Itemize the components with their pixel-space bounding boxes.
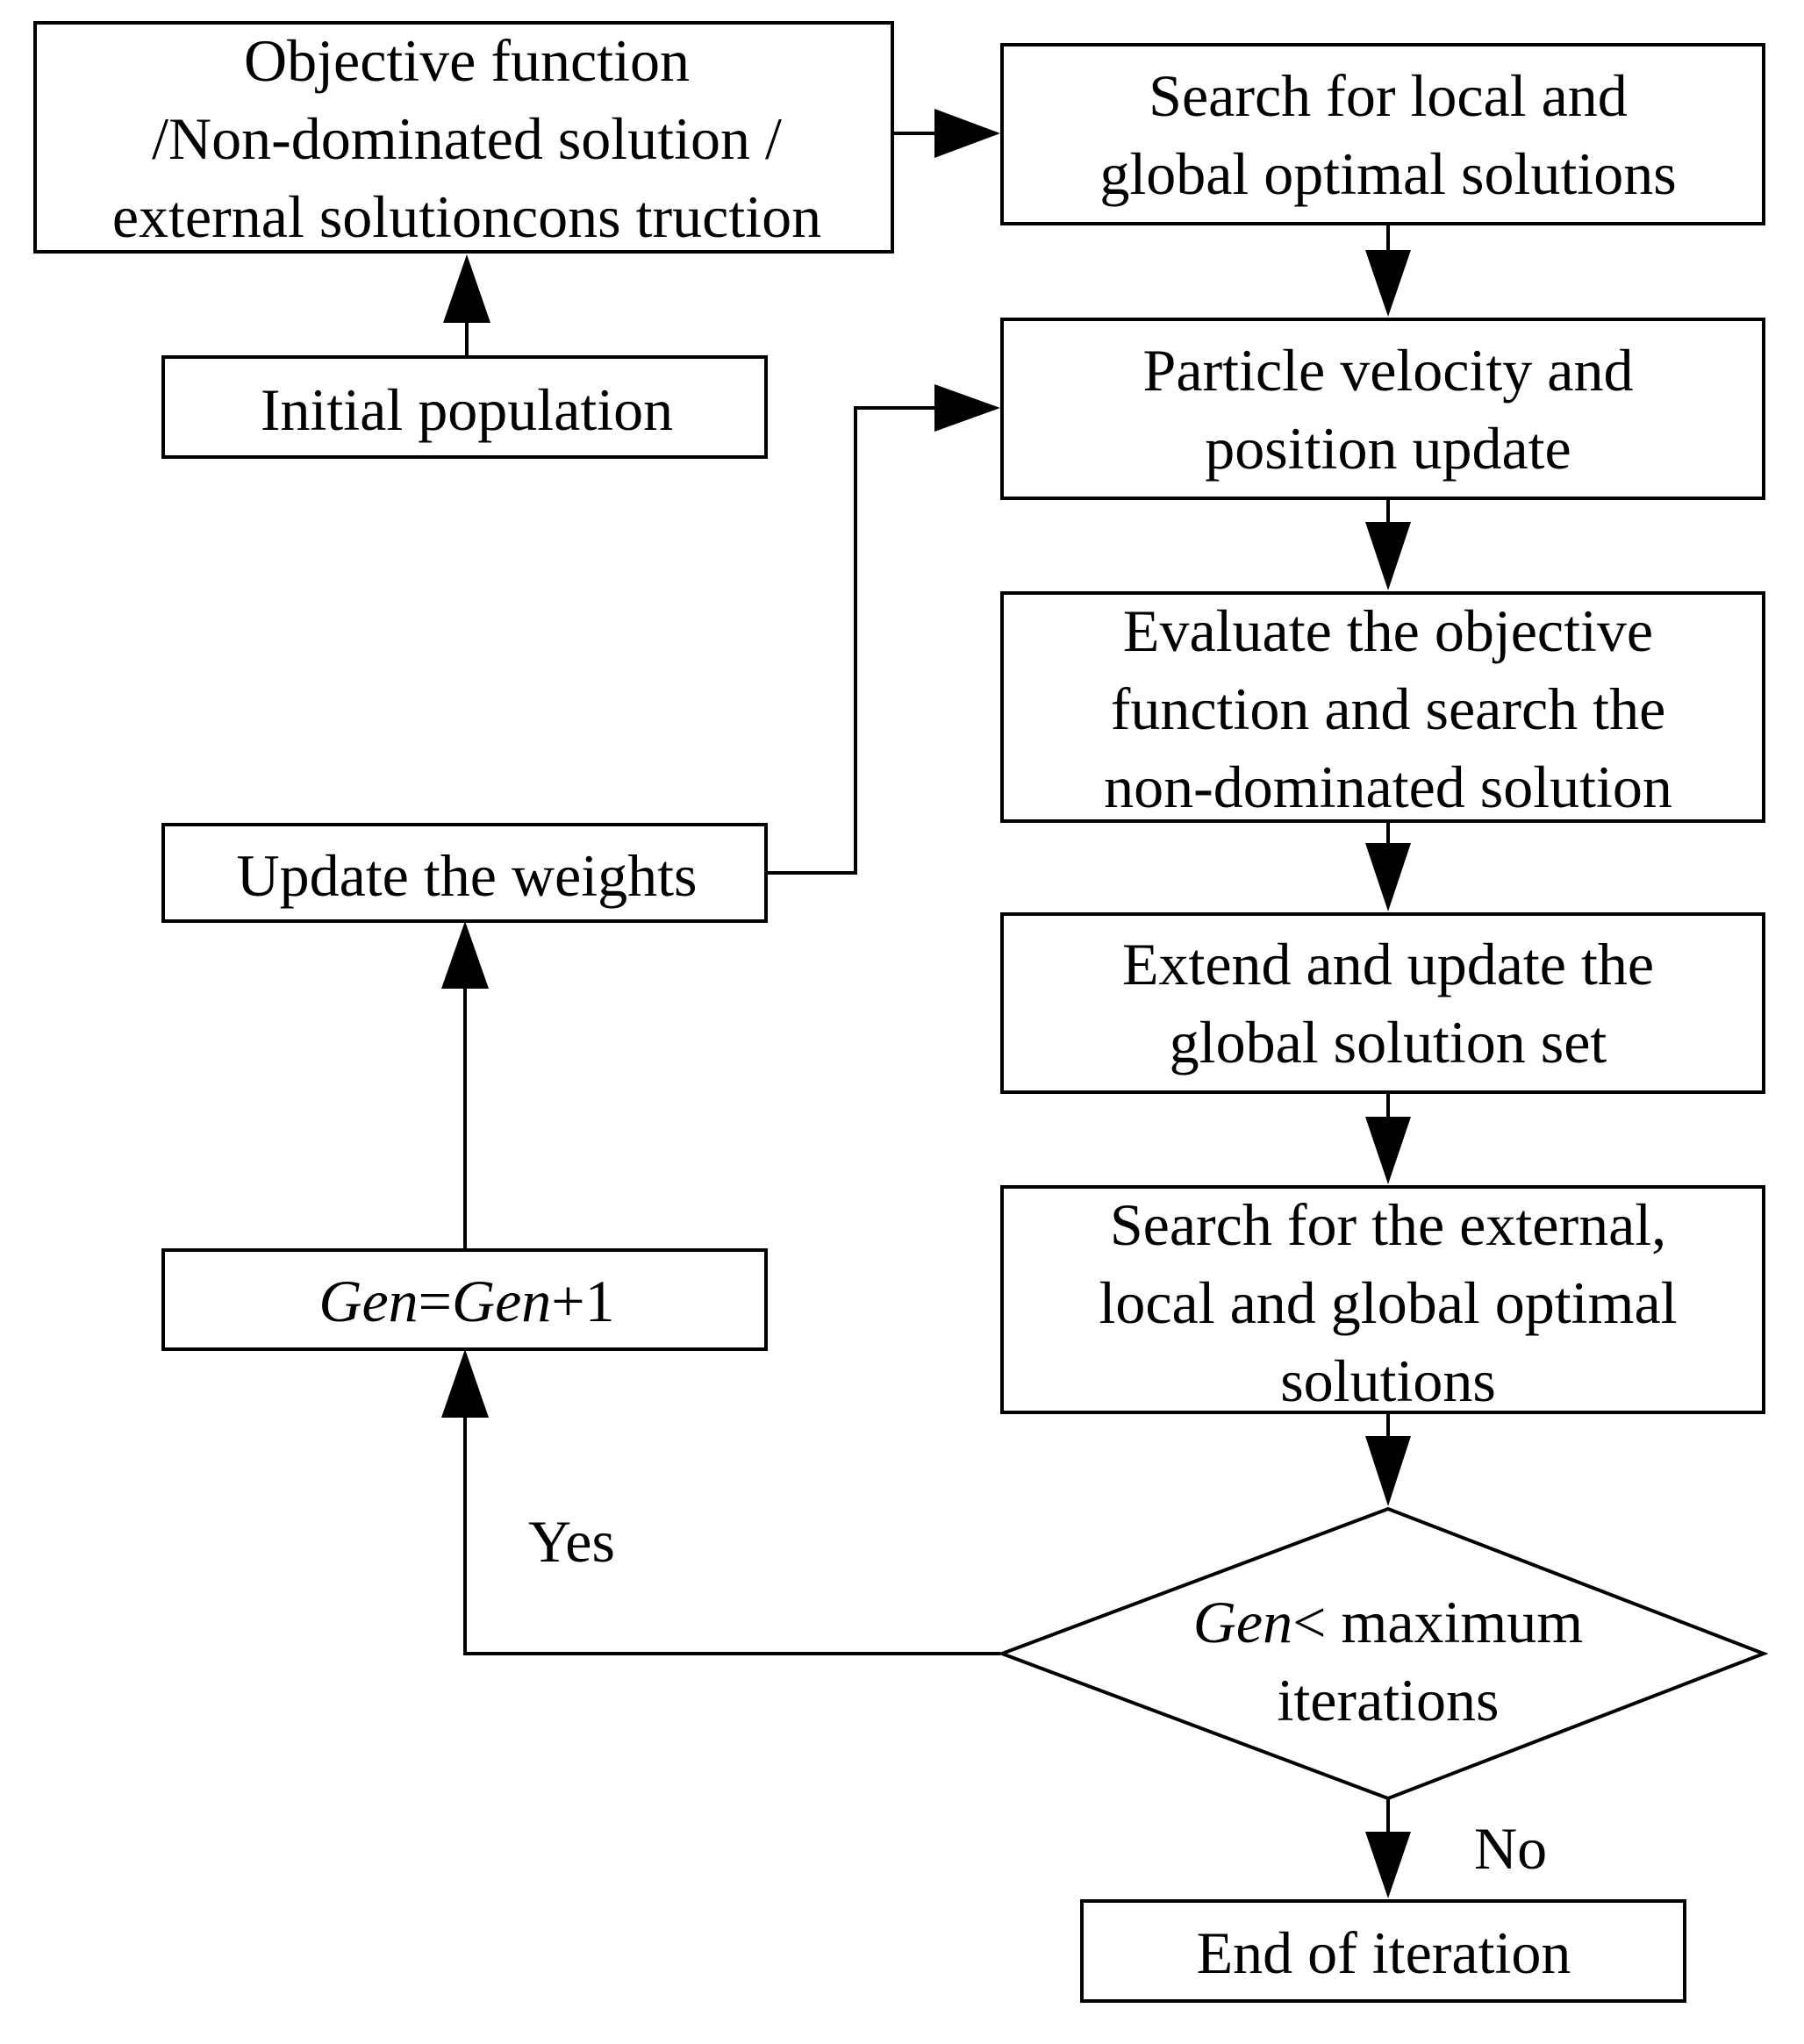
connector-decision-to-end [1365, 1798, 1411, 1898]
node-particle-line-2: position update [1205, 415, 1571, 482]
node-evaluate-line-3: non-dominated solution [1104, 754, 1672, 820]
connector-particle-to-evaluate [1365, 498, 1411, 590]
label-yes: Yes [528, 1508, 615, 1575]
node-weights-label: Update the weights [237, 842, 698, 909]
connector-gen-to-weights [441, 921, 489, 1250]
decision-condition: < maximum [1292, 1589, 1583, 1655]
decision-var: Gen [1193, 1589, 1292, 1655]
decision-line-2: iterations [1277, 1667, 1499, 1733]
node-end-label: End of iteration [1197, 1919, 1571, 1986]
node-search-line-2: global optimal solutions [1099, 140, 1676, 207]
gen-var-2: Gen [452, 1268, 551, 1334]
node-initial-label: Initial population [261, 376, 673, 443]
connector-searchext-to-decision [1365, 1412, 1411, 1506]
connector-extend-to-searchext [1365, 1092, 1411, 1184]
node-particle-update: Particle velocity and position update [1000, 318, 1765, 500]
node-extend-line-1: Extend and update the [1122, 931, 1654, 997]
node-extend-update: Extend and update the global solution se… [1000, 912, 1765, 1094]
node-extend-line-2: global solution set [1170, 1009, 1607, 1076]
node-decision: Gen< maximum iterations [997, 1506, 1769, 1801]
node-searchext-line-1: Search for the external, [1110, 1191, 1666, 1258]
connector-weights-to-particle [766, 384, 1000, 875]
node-end-iteration: End of iteration [1080, 1899, 1686, 2003]
node-update-weights: Update the weights [161, 823, 768, 923]
gen-equals: = [419, 1268, 452, 1334]
label-no: No [1474, 1815, 1547, 1882]
node-search-local-global: Search for local and global optimal solu… [1000, 43, 1765, 225]
connector-objective-to-search [892, 109, 1000, 158]
node-evaluate-objective: Evaluate the objective function and sear… [1000, 591, 1765, 823]
node-gen-increment: Gen=Gen+1 [161, 1248, 768, 1351]
node-objective-line-2: /Non-dominated solution / [152, 105, 782, 172]
connector-initial-to-objective [443, 254, 490, 357]
connector-search-to-particle [1365, 224, 1411, 317]
decision-line-1: Gen< maximum [1193, 1589, 1583, 1655]
node-objective-line-1: Objective function [244, 27, 690, 94]
node-searchext-line-2: local and global optimal [1099, 1269, 1677, 1336]
node-particle-line-1: Particle velocity and [1143, 337, 1634, 404]
gen-plus-one: +1 [551, 1268, 614, 1334]
node-gen-label: Gen=Gen+1 [319, 1268, 614, 1334]
gen-var-1: Gen [319, 1268, 418, 1334]
node-search-line-1: Search for local and [1149, 62, 1628, 129]
node-objective-function: Objective function /Non-dominated soluti… [33, 21, 894, 254]
node-evaluate-line-2: function and search the [1111, 675, 1666, 742]
connector-evaluate-to-extend [1365, 821, 1411, 911]
node-search-external: Search for the external, local and globa… [1000, 1185, 1765, 1414]
node-initial-population: Initial population [161, 355, 768, 459]
node-searchext-line-3: solutions [1280, 1347, 1496, 1414]
node-evaluate-line-1: Evaluate the objective [1123, 597, 1653, 664]
node-objective-line-3: external solutioncons truction [112, 183, 821, 250]
connector-decision-to-gen [441, 1349, 1000, 1655]
